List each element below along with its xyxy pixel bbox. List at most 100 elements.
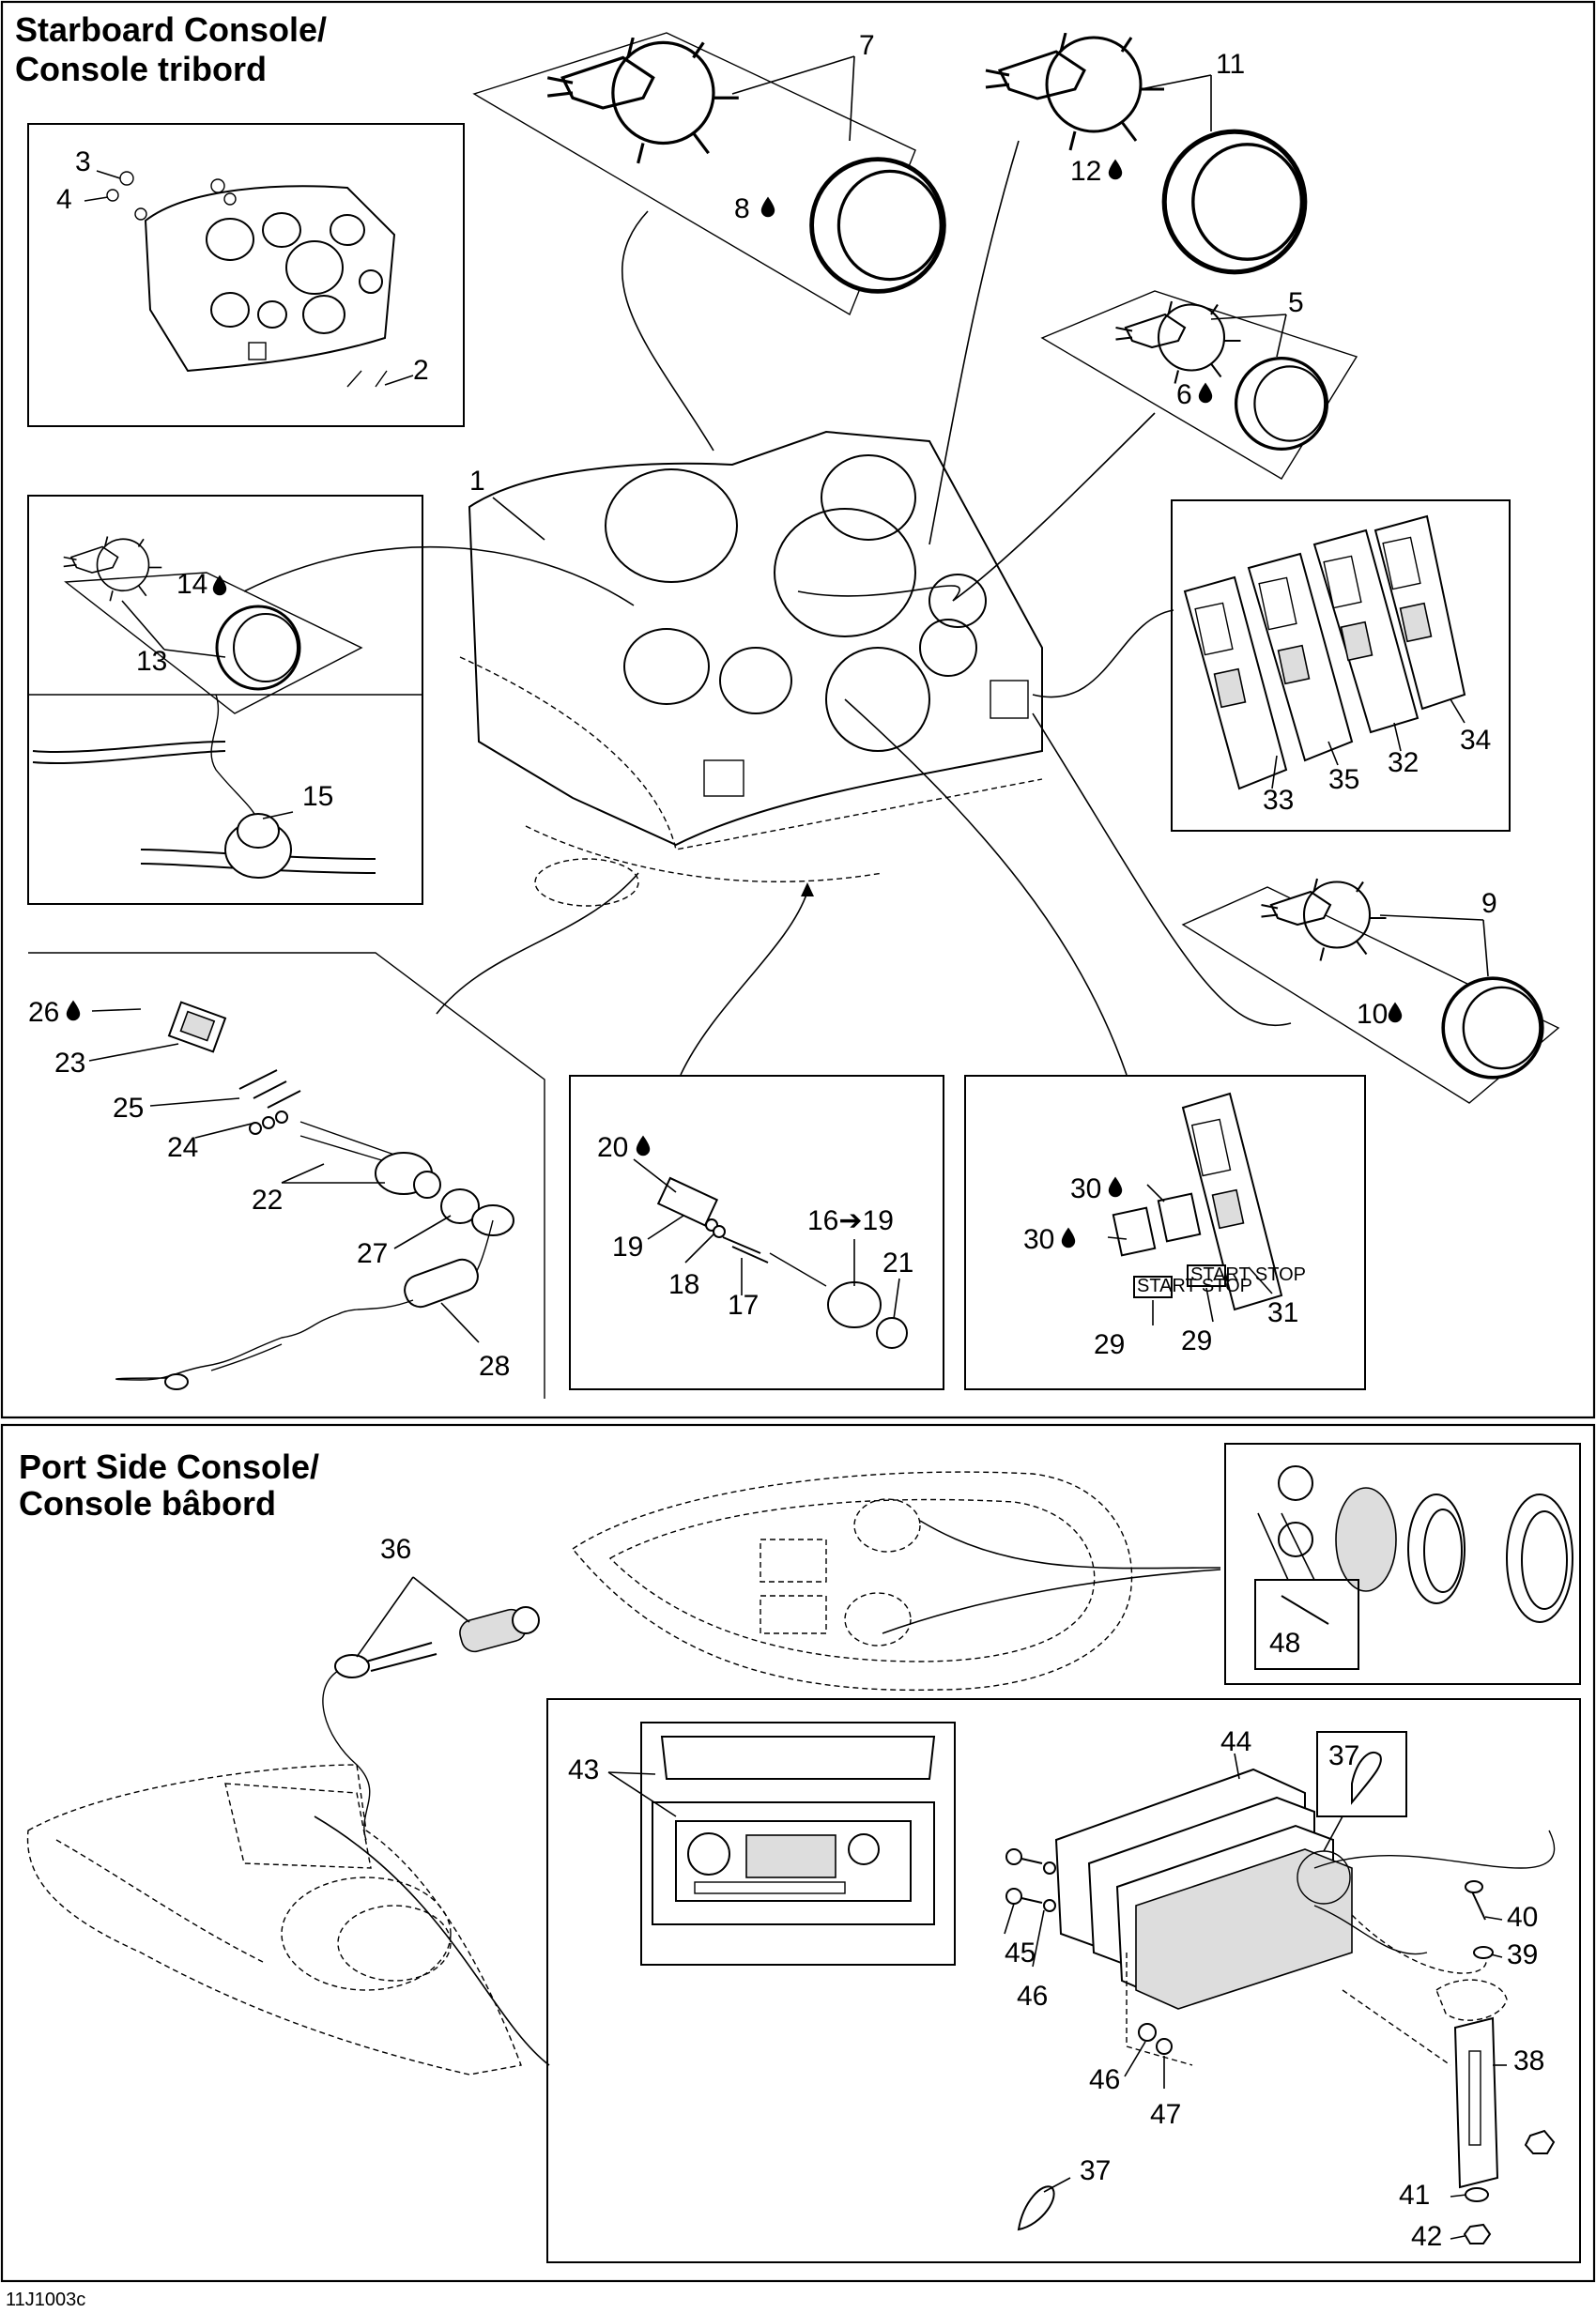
callout-22: 22 xyxy=(252,1185,283,1216)
callout-47: 47 xyxy=(1150,2099,1181,2130)
gauge-7-group-outline xyxy=(472,32,916,316)
callout-38: 38 xyxy=(1513,2045,1544,2076)
callout-32: 32 xyxy=(1388,747,1419,778)
callout-36: 36 xyxy=(380,1534,411,1565)
callout-19: 19 xyxy=(612,1232,643,1263)
gauge-9-bracket xyxy=(1260,878,1388,962)
drop-icon xyxy=(1061,1227,1076,1248)
callout-44: 44 xyxy=(1220,1726,1251,1757)
callout-26: 26 xyxy=(28,997,59,1028)
callout-39: 39 xyxy=(1507,1939,1538,1970)
radio-inset xyxy=(546,1698,1581,2263)
drawing-code: 11J1003c xyxy=(6,2290,85,2310)
callout-6: 6 xyxy=(1176,379,1192,410)
callout-4: 4 xyxy=(56,184,72,215)
callout-30a: 30 xyxy=(1023,1224,1054,1255)
power-outlet-36 xyxy=(322,1606,540,1841)
lanyard-28 xyxy=(115,1204,514,1390)
ignition-inset xyxy=(569,1075,944,1390)
callout-46b: 46 xyxy=(1089,2064,1120,2095)
radio-43 xyxy=(652,1736,936,1925)
start-stop-switches: START STOP START STOP xyxy=(1112,1092,1306,1311)
callout-3: 3 xyxy=(75,146,91,177)
drop-icon xyxy=(66,1000,81,1021)
vent-inset xyxy=(1224,1443,1581,1685)
port-title-line1: Port Side Console/ xyxy=(19,1448,319,1486)
ignition-parts xyxy=(656,1176,908,1349)
radio-housing-44 xyxy=(1054,1768,1556,2066)
starboard-panel-frame xyxy=(0,0,1596,1419)
callout-5: 5 xyxy=(1288,287,1304,318)
gauge-12-speedometer xyxy=(1164,131,1305,272)
switch-panels xyxy=(1183,514,1466,790)
callout-9: 9 xyxy=(1481,888,1497,919)
callout-20: 20 xyxy=(597,1132,628,1163)
gauge-8-tachometer xyxy=(812,160,944,292)
screw-48-box xyxy=(1254,1579,1359,1670)
callout-10: 10 xyxy=(1357,999,1388,1030)
callout-7: 7 xyxy=(859,30,875,61)
callout-12: 12 xyxy=(1070,156,1101,187)
callout-43: 43 xyxy=(568,1754,599,1785)
gauge-10-multifunction xyxy=(1441,976,1544,1080)
callout-29b: 29 xyxy=(1181,1325,1212,1356)
switch-22 xyxy=(299,1121,480,1224)
callout-34: 34 xyxy=(1460,725,1491,756)
tie-37-loose xyxy=(1017,2185,1055,2231)
gauge-5-group-outline xyxy=(1040,290,1358,480)
callout-18: 18 xyxy=(668,1269,699,1300)
drop-icon xyxy=(1198,382,1213,404)
callout-35: 35 xyxy=(1328,764,1359,795)
drop-icon xyxy=(636,1135,651,1156)
port-console-overview xyxy=(26,1764,522,2076)
main-console xyxy=(459,430,1043,907)
start-stop-label: START STOP xyxy=(1190,1264,1306,1285)
callout-2: 2 xyxy=(413,355,429,386)
gauge-11-bracket xyxy=(984,33,1166,152)
starboard-title-line2: Console tribord xyxy=(15,50,267,88)
callout-48: 48 xyxy=(1269,1628,1300,1659)
gauge-14-small xyxy=(215,605,301,691)
drop-icon xyxy=(760,196,775,218)
callout-11: 11 xyxy=(1216,49,1245,80)
callout-40: 40 xyxy=(1507,1902,1538,1933)
start-stop-inset xyxy=(964,1075,1366,1390)
callout-42: 42 xyxy=(1411,2221,1442,2252)
callout-46a: 46 xyxy=(1017,1981,1048,2012)
callout-24: 24 xyxy=(167,1132,198,1163)
callout-23: 23 xyxy=(54,1048,85,1079)
drop-icon xyxy=(1108,1176,1123,1198)
console-assembly-inset xyxy=(27,123,465,427)
callout-25: 25 xyxy=(113,1093,144,1124)
callout-28: 28 xyxy=(479,1351,510,1382)
gauge-7-bracket xyxy=(545,38,741,165)
callout-37b: 37 xyxy=(1080,2155,1111,2186)
gauge-9-group-outline xyxy=(1181,886,1560,1104)
callout-17: 17 xyxy=(728,1290,759,1321)
connector-23 xyxy=(167,1001,227,1053)
port-title-line2: Console bâbord xyxy=(19,1484,276,1523)
screws-45-46 xyxy=(1005,1848,1056,1912)
tie-37-box xyxy=(1316,1731,1407,1817)
port-panel-frame xyxy=(0,1423,1596,2283)
drop-icon xyxy=(212,574,227,596)
callout-14: 14 xyxy=(176,569,207,600)
callout-21: 21 xyxy=(882,1248,913,1279)
harness-plug-15 xyxy=(32,694,376,879)
start-stop-label: START STOP xyxy=(1137,1276,1252,1296)
boat-hull-overview xyxy=(571,1471,1133,1692)
callout-16-19: 16➔19 xyxy=(807,1205,894,1236)
callout-31: 31 xyxy=(1267,1297,1298,1328)
callout-15: 15 xyxy=(302,781,333,812)
callout-30b: 30 xyxy=(1070,1173,1101,1204)
radio-front-box xyxy=(640,1722,956,1966)
switches-inset xyxy=(1171,499,1511,832)
callout-45: 45 xyxy=(1005,1938,1036,1968)
vent-parts xyxy=(1278,1465,1573,1623)
callout-29a: 29 xyxy=(1094,1329,1125,1360)
lanyard-group-outline xyxy=(28,952,545,1399)
callout-33: 33 xyxy=(1263,785,1294,816)
gauge-5-bracket xyxy=(1114,300,1242,385)
callout-1: 1 xyxy=(469,466,485,497)
